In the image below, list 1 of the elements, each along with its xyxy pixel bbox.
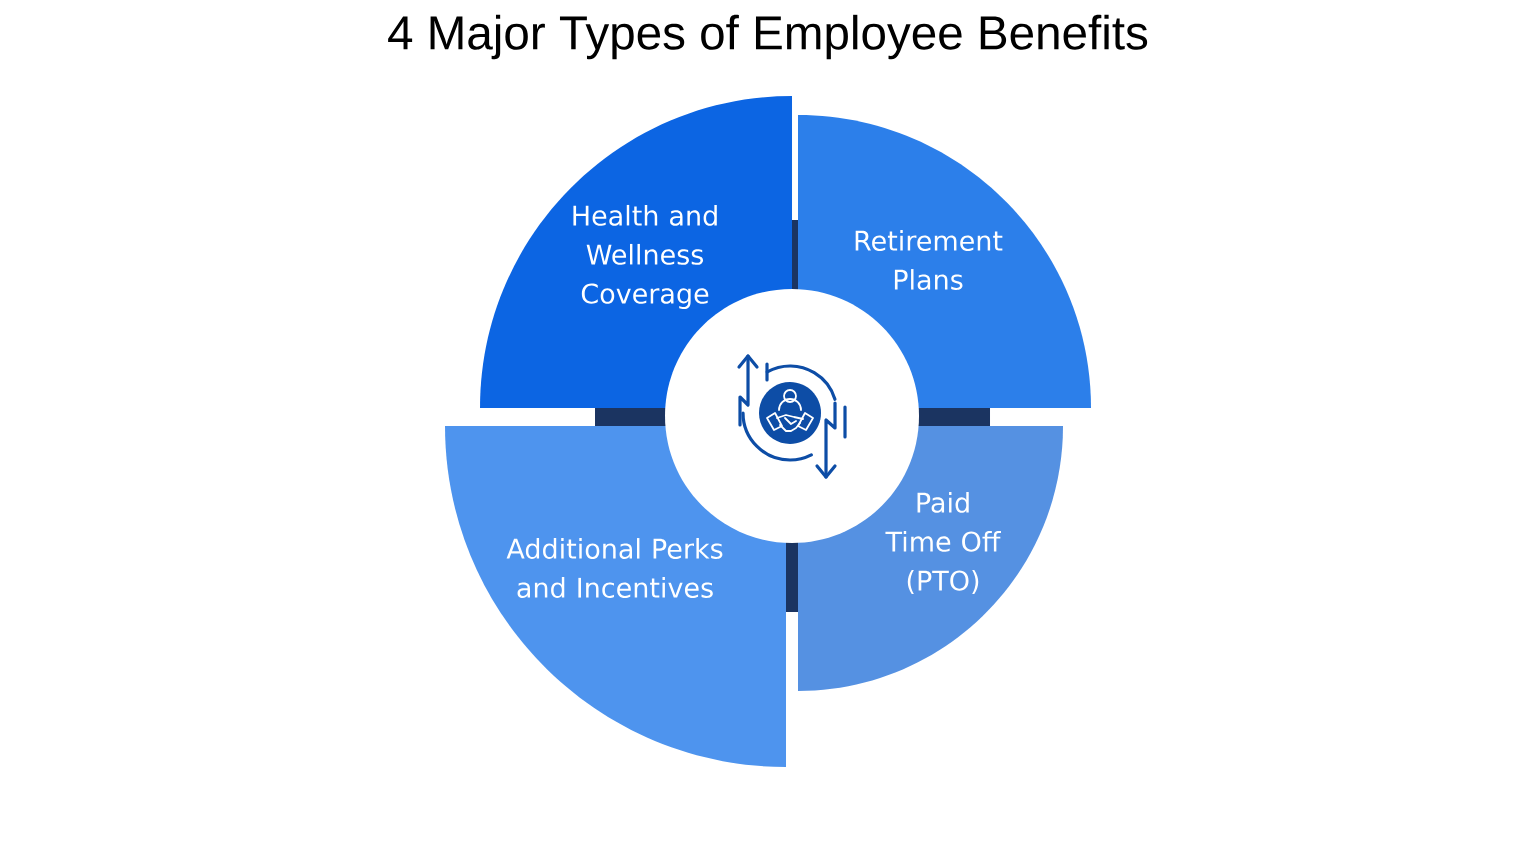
title: 4 Major Types of Employee Benefits [388,14,1148,60]
